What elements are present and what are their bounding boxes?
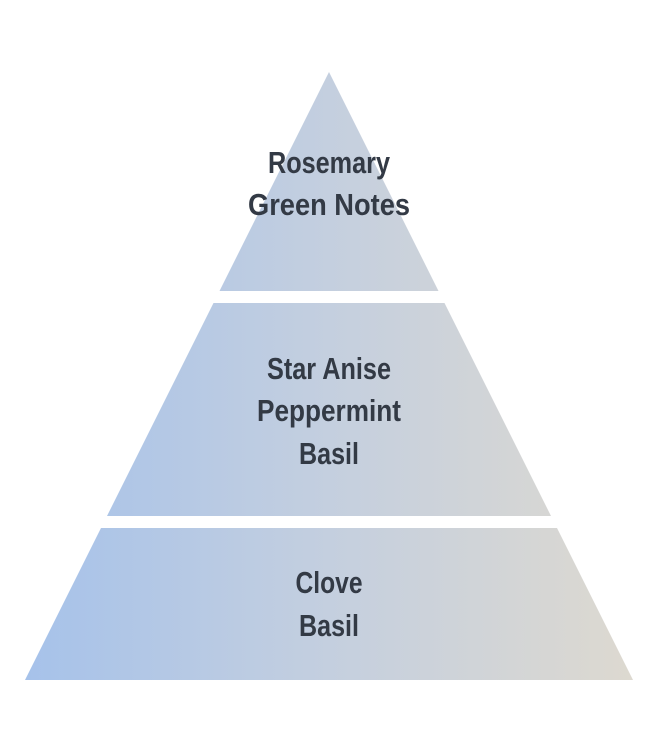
pyramid-tier-base	[25, 528, 633, 680]
pyramid-tier-middle	[107, 303, 551, 516]
middle-note: Star Anise	[267, 351, 391, 386]
top-note: Rosemary	[268, 145, 391, 180]
middle-note: Peppermint	[257, 393, 401, 428]
top-note: Green Notes	[248, 187, 410, 222]
pyramid-tier-top	[219, 72, 439, 291]
base-note: Basil	[299, 608, 359, 643]
middle-note: Basil	[299, 436, 359, 471]
base-note: Clove	[296, 565, 363, 600]
